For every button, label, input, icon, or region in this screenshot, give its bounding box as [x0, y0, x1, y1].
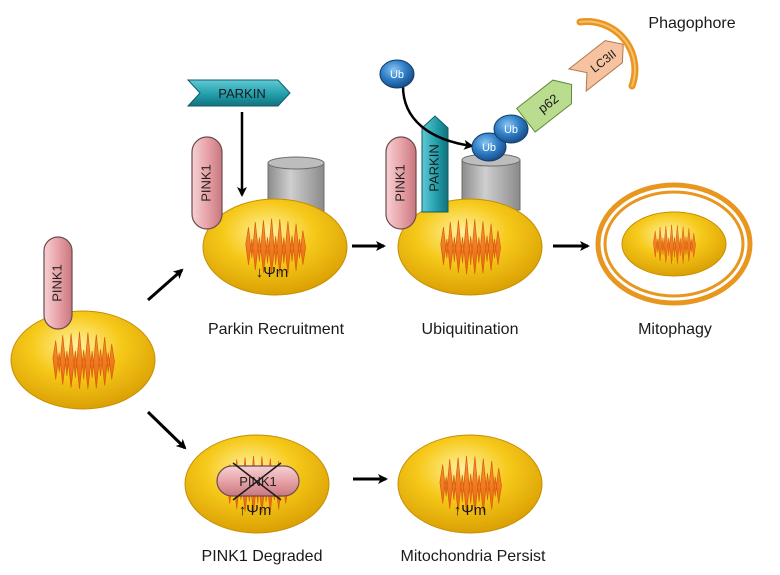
parkin-label: PARKIN	[218, 86, 265, 101]
parkin-label: PARKIN	[426, 144, 441, 191]
pink1-protein-initial: PINK1	[43, 236, 73, 330]
pink1-protein-recruitment: PINK1	[191, 136, 223, 230]
membrane-potential-high: ↑Ψm	[454, 502, 487, 519]
parkin-protein-free: PARKIN	[186, 79, 291, 107]
ubiquitin-free: Ub	[379, 59, 415, 89]
caption-mitophagy: Mitophagy	[638, 321, 712, 338]
mitochondrion-initial	[10, 310, 156, 410]
pink1-protein-ubiquitination: PINK1	[385, 136, 417, 230]
ubiquitin-chain: Ub Ub	[471, 114, 529, 162]
caption-mitochondria-persist: Mitochondria Persist	[400, 548, 546, 565]
degraded-cross-line	[232, 462, 282, 501]
autophagosome	[595, 182, 753, 306]
arrow-to-recruitment	[147, 268, 184, 302]
pink1-label: PINK1	[198, 164, 213, 202]
caption-ubiquitination: Ubiquitination	[421, 321, 519, 338]
p62-adaptor: p62	[515, 79, 573, 133]
ub-label: Ub	[390, 69, 404, 81]
membrane-potential-high: ↑Ψm	[239, 502, 272, 519]
phagophore-highlight	[579, 20, 636, 87]
phagophore-label: Phagophore	[648, 15, 735, 32]
pink1-label: PINK1	[392, 164, 407, 202]
mitochondrion-persist	[397, 434, 543, 534]
membrane-potential-low: ↓Ψm	[256, 264, 289, 281]
caption-parkin-recruitment: Parkin Recruitment	[207, 321, 345, 338]
mitochondrion-recruitment	[202, 156, 348, 296]
arrow-to-degraded	[146, 410, 187, 450]
mitochondrion-ubiquitination	[397, 153, 543, 296]
ub-label: Ub	[482, 142, 496, 154]
pink1-protein-degraded: PINK1	[216, 462, 300, 501]
caption-pink1-degraded: PINK1 Degraded	[201, 548, 323, 565]
parkin-protein-bound: PARKIN	[421, 115, 449, 213]
arrow-ub-transfer	[401, 83, 474, 150]
pink1-label: PINK1	[49, 264, 64, 302]
ub-label: Ub	[504, 124, 518, 136]
